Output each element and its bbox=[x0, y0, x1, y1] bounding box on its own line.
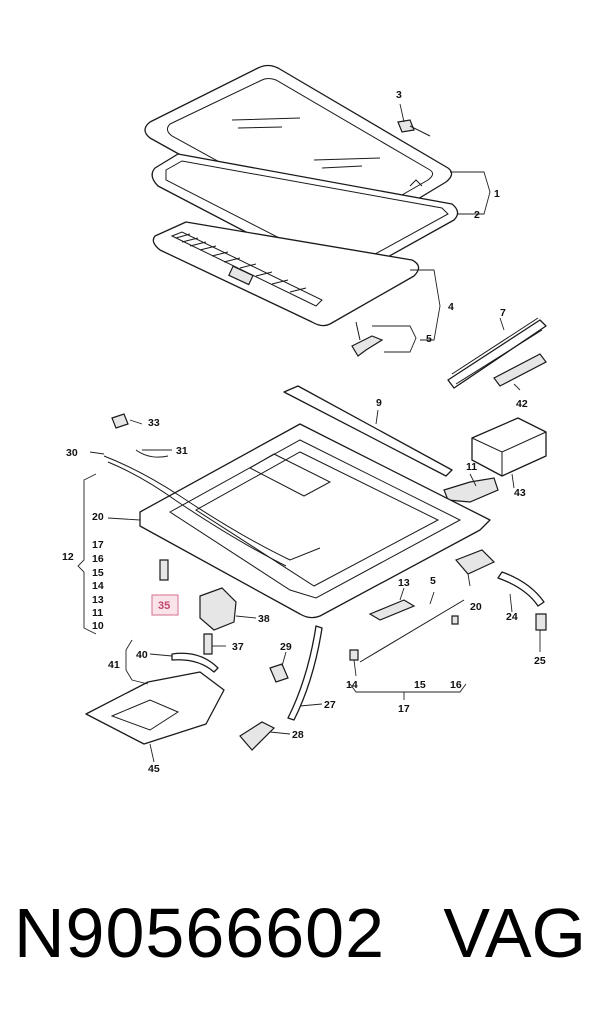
sunroof-exploded-diagram: 1 2 3 4 5 7 42 9 11 43 33 30 31 20 12 17… bbox=[62, 64, 547, 775]
bolt-part-37 bbox=[203, 633, 213, 655]
screw-part-3 bbox=[397, 119, 431, 137]
brand-name: VAG bbox=[443, 894, 586, 972]
callout-13-left: 13 bbox=[92, 594, 104, 606]
callout-10: 10 bbox=[92, 620, 104, 632]
callout-3: 3 bbox=[396, 89, 402, 101]
part-footer: N90566602 VAG bbox=[0, 893, 600, 983]
callout-28: 28 bbox=[292, 729, 304, 741]
callout-11-top: 11 bbox=[466, 461, 477, 473]
cover-part-45 bbox=[85, 671, 225, 745]
part-28 bbox=[239, 721, 276, 751]
cable-part-15 bbox=[359, 599, 465, 663]
slider-part-13 bbox=[368, 599, 416, 621]
clip-part-11 bbox=[443, 477, 499, 503]
callout-24: 24 bbox=[506, 611, 518, 623]
callout-14-bottom: 14 bbox=[346, 679, 358, 691]
part-29 bbox=[269, 663, 289, 683]
callout-42: 42 bbox=[516, 398, 528, 410]
callout-33: 33 bbox=[148, 417, 160, 429]
drain-cable-part bbox=[103, 449, 321, 567]
callout-37: 37 bbox=[232, 641, 244, 653]
callout-35-highlighted: 35 bbox=[158, 600, 170, 612]
callout-17-left: 17 bbox=[92, 539, 104, 551]
screw-part-35 bbox=[159, 559, 169, 581]
callout-31: 31 bbox=[176, 445, 188, 457]
callout-16-left: 16 bbox=[92, 553, 104, 565]
callout-4: 4 bbox=[448, 301, 454, 313]
callout-45: 45 bbox=[148, 763, 160, 775]
callout-38: 38 bbox=[258, 613, 270, 625]
callout-27: 27 bbox=[324, 699, 336, 711]
bracket-part-5 bbox=[351, 321, 384, 357]
callout-7: 7 bbox=[500, 307, 506, 319]
callout-1: 1 bbox=[494, 188, 500, 200]
part-16 bbox=[451, 615, 459, 625]
callout-40: 40 bbox=[136, 649, 148, 661]
callout-2: 2 bbox=[474, 209, 480, 221]
callout-20-right: 20 bbox=[470, 601, 482, 613]
grease-tube-part bbox=[493, 353, 547, 387]
part-14 bbox=[349, 649, 359, 661]
callout-9: 9 bbox=[376, 397, 382, 409]
callout-16-bottom: 16 bbox=[450, 679, 462, 691]
hose-part-40 bbox=[171, 652, 219, 673]
callout-13-bottom: 13 bbox=[398, 577, 410, 589]
highlighted-callout-box bbox=[151, 594, 179, 616]
part-20 bbox=[454, 549, 496, 575]
hose-part-24 bbox=[497, 571, 545, 607]
callout-30: 30 bbox=[66, 447, 78, 459]
leader-lines bbox=[77, 103, 541, 763]
box-part bbox=[471, 417, 547, 477]
callout-5: 5 bbox=[426, 333, 432, 345]
callout-15-left: 15 bbox=[92, 567, 104, 579]
callout-14-left: 14 bbox=[92, 580, 104, 592]
motor-part-38 bbox=[199, 587, 237, 631]
part-25 bbox=[535, 613, 547, 631]
hose-part-27 bbox=[287, 625, 323, 721]
callout-11-left: 11 bbox=[92, 607, 103, 619]
callout-43: 43 bbox=[514, 487, 526, 499]
callout-25: 25 bbox=[534, 655, 546, 667]
trim-part-9 bbox=[283, 385, 453, 477]
rail-part-7 bbox=[447, 317, 547, 389]
deflector-frame-part bbox=[152, 221, 420, 327]
cap-part-33 bbox=[111, 413, 129, 429]
part-number: N90566602 bbox=[14, 894, 385, 972]
callout-17-bottom: 17 bbox=[398, 703, 410, 715]
callout-5-bottom: 5 bbox=[430, 575, 436, 587]
callout-29: 29 bbox=[280, 641, 292, 653]
sunroof-frame-part bbox=[139, 423, 491, 619]
callout-41: 41 bbox=[108, 659, 120, 671]
callout-15-bottom: 15 bbox=[414, 679, 426, 691]
callout-12: 12 bbox=[62, 551, 74, 563]
callout-20-left: 20 bbox=[92, 511, 104, 523]
